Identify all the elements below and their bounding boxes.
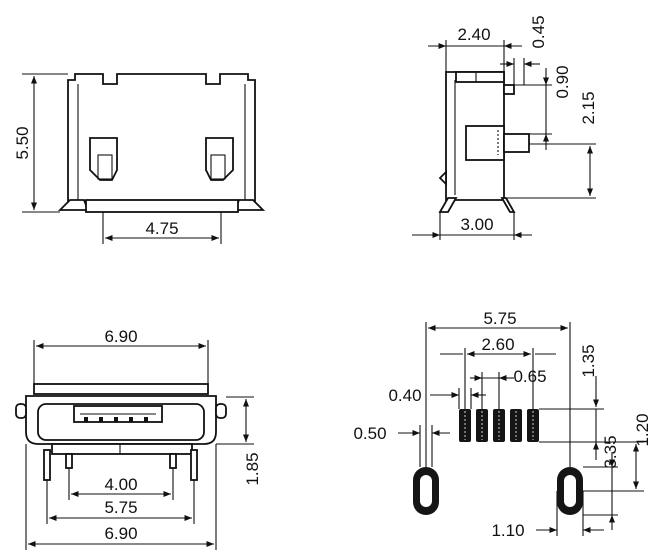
front-view-height-dimension: 1.85	[216, 396, 262, 486]
footprint-pad-5	[527, 409, 539, 442]
top-view-height-dimension: 5.50	[13, 73, 68, 213]
footprint-pitch-label: 0.65	[513, 367, 546, 386]
footprint-pad-2	[476, 409, 488, 442]
footprint-slot-length-dimension: 1.10	[491, 491, 604, 540]
footprint-pad-width-label: 0.40	[388, 386, 421, 405]
front-view-pad-span-dimension: 5.75	[46, 480, 195, 524]
front-view-height-label: 1.85	[243, 452, 262, 485]
footprint-pad-width-dimension: 0.40	[388, 386, 486, 409]
side-view-height-label: 2.15	[579, 91, 598, 124]
footprint-pad-3	[493, 409, 505, 442]
side-view-base-width-label: 3.00	[460, 215, 493, 234]
top-view-body	[57, 73, 266, 213]
footprint-overall-span-dimension: 5.75	[425, 309, 571, 467]
footprint-view: 5.75 2.60 0.65 0.40	[353, 309, 652, 540]
side-view-offset-label: 0.45	[529, 15, 548, 48]
footprint-slot-width-dimension: 0.50	[353, 424, 450, 467]
side-view-height-dimension: 2.15	[504, 91, 598, 199]
front-view-contacts	[84, 417, 148, 422]
front-view-pin-span-dimension: 4.00	[68, 468, 174, 500]
footprint-slot-length-label: 1.10	[491, 521, 524, 540]
footprint-signal-span-label: 2.60	[481, 335, 514, 354]
footprint-slot-width-label: 0.50	[353, 424, 386, 443]
top-view-height-label: 5.50	[13, 126, 32, 159]
side-view-top-width-dimension: 2.40	[428, 25, 522, 72]
footprint-pad-offset-dimension: 1.35	[539, 344, 604, 460]
side-view-base-width-dimension: 3.00	[412, 212, 532, 240]
front-view: 6.90 4.00 5.75 6.90 1.85	[15, 327, 262, 550]
footprint-overall-span-label: 5.75	[483, 309, 516, 328]
top-view-width-label: 4.75	[145, 219, 178, 238]
front-view-pad-span-label: 5.75	[104, 498, 137, 517]
footprint-pitch-dimension: 0.65	[470, 367, 547, 409]
side-view-offset-dimension: 0.45	[500, 15, 548, 85]
footprint-signal-span-dimension: 2.60	[440, 335, 556, 409]
side-view-step-dimension: 0.90	[514, 65, 572, 150]
footprint-pad-offset-label: 1.35	[579, 344, 598, 377]
front-view-body	[15, 383, 227, 481]
top-view: 5.50 4.75	[13, 73, 266, 244]
front-view-overall-width-label: 6.90	[104, 327, 137, 346]
footprint-pad-4	[510, 409, 522, 442]
front-view-bottom-width-dimension: 6.90	[25, 444, 217, 550]
footprint-pad-length-dimension: 1.20	[539, 413, 652, 492]
front-view-pin-span-label: 4.00	[104, 475, 137, 494]
footprint-pad-length-label: 1.20	[633, 413, 652, 446]
footprint-mounting-slots	[413, 467, 583, 515]
side-view-body	[438, 71, 530, 213]
side-view: 2.40 0.45 0.90 2.15	[412, 15, 598, 240]
side-view-step-label: 0.90	[553, 65, 572, 98]
footprint-pad-1	[459, 409, 471, 442]
footprint-slot-height-label: 3.35	[601, 435, 620, 468]
front-view-overall-width-dimension: 6.90	[33, 327, 209, 384]
front-view-bottom-width-label: 6.90	[104, 524, 137, 543]
footprint-slot-height-dimension: 3.35	[583, 435, 620, 530]
footprint-signal-pads	[459, 409, 539, 442]
side-view-top-width-label: 2.40	[457, 25, 490, 44]
top-view-width-dimension: 4.75	[102, 212, 222, 244]
